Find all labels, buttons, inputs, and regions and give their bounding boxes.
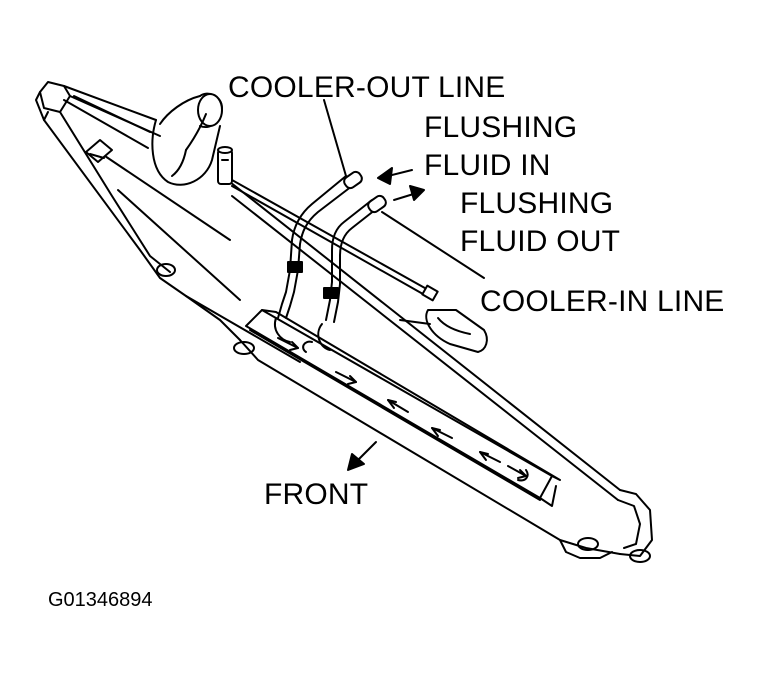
radiator-body [35,81,653,563]
cooler-in-line-tube [231,179,488,353]
flushing-fluid-out-arrow [393,185,425,201]
cooler-flow-arrows [277,337,529,482]
flushing-fluid-out-label-line1: FLUSHING [460,187,614,220]
flushing-fluid-in-arrow [377,167,413,185]
figure-id: G01346894 [48,589,153,611]
cooler-in-leader-line [381,211,485,279]
cooler-out-line-label: COOLER-OUT LINE [228,71,506,104]
front-label: FRONT [264,478,369,511]
flushing-fluid-out-label-line2: FLUID OUT [460,225,621,258]
flushing-fluid-in-label-line2: FLUID IN [424,149,551,182]
cooler-out-leader-line [323,99,347,177]
upper-hose-outlet [151,92,223,186]
cooler-tank [245,309,561,507]
cooler-in-line-label: COOLER-IN LINE [480,285,725,318]
cooler-lines [274,170,387,351]
front-direction-arrow [347,441,377,471]
flushing-fluid-in-label-line1: FLUSHING [424,111,578,144]
filler-neck [217,146,233,185]
